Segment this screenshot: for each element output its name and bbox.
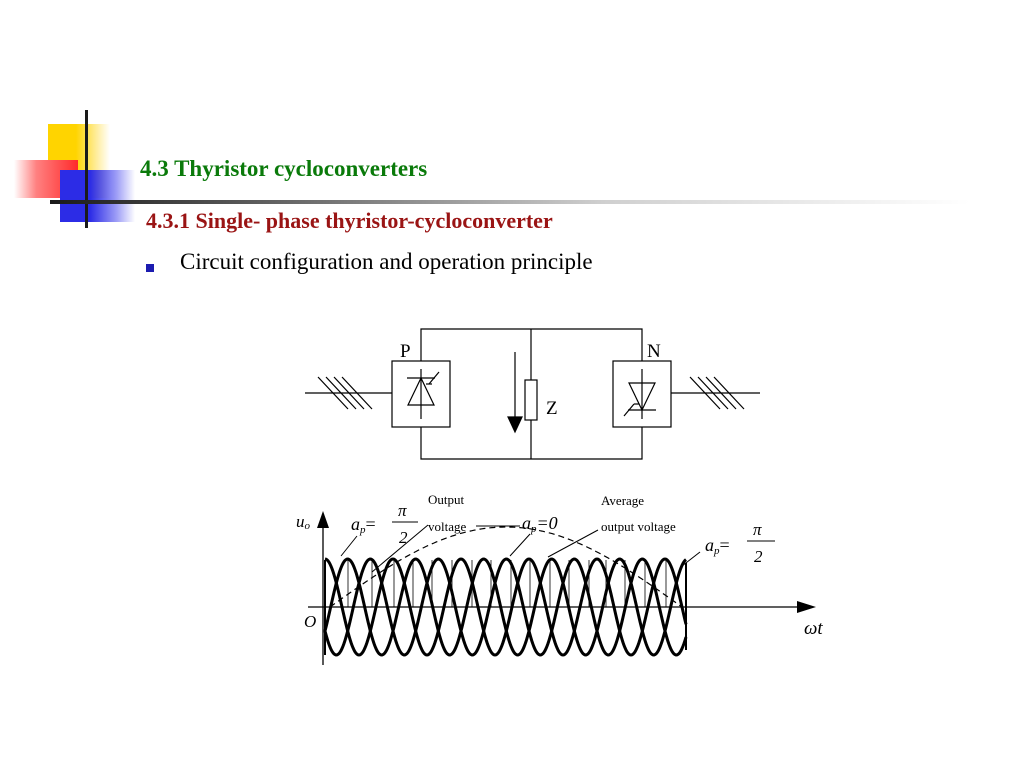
label-n: N [647, 341, 661, 362]
supply-wave-1 [324, 557, 688, 657]
svg-text:π: π [753, 520, 762, 539]
title-underline [50, 200, 970, 204]
supply-wave-2 [323, 557, 687, 657]
leader-alpha-left [340, 535, 358, 557]
leader-output-voltage [371, 524, 429, 573]
three-phase-hatch-left [317, 376, 373, 410]
leader-alpha-right [681, 551, 701, 567]
commutation-lines [347, 560, 667, 607]
output-voltage-label-2: voltage [428, 519, 466, 534]
svg-text:ap=0: ap=0 [522, 513, 558, 535]
section-heading: 4.3.1 Single- phase thyristor-cycloconve… [146, 208, 553, 233]
output-voltage-label-1: Output [428, 492, 465, 507]
average-output-voltage-curve [329, 526, 683, 608]
svg-text:2: 2 [399, 528, 408, 547]
label-p: P [400, 341, 411, 362]
svg-text:2: 2 [754, 547, 763, 566]
bullet-marker [146, 264, 154, 272]
leader-average-voltage [547, 529, 599, 558]
waveform-diagram [308, 511, 816, 665]
load-z-resistor [524, 379, 538, 421]
converter-n-box [612, 360, 672, 428]
alpha-pi-over-2-right: ap= π 2 [705, 520, 775, 566]
bullet-text: Circuit configuration and operation prin… [180, 249, 593, 274]
supply-voltage-waves [323, 557, 688, 657]
origin-label: O [304, 612, 316, 631]
three-phase-hatch-right [689, 376, 745, 410]
x-axis-arrow [797, 601, 816, 613]
voltage-arrow-head [507, 416, 523, 434]
alpha-pi-over-2-left: ap= π 2 [351, 501, 418, 547]
thyristor-n-icon [623, 369, 656, 419]
x-axis-label: ωt [804, 618, 823, 639]
leader-alpha-zero [509, 533, 531, 557]
supply-wave-3 [323, 557, 688, 657]
decor-vertical-line [85, 110, 88, 228]
thyristor-p-icon [407, 369, 440, 419]
svg-text:π: π [398, 501, 407, 520]
svg-text:ap=: ap= [705, 535, 730, 557]
svg-text:ap=: ap= [351, 514, 376, 536]
y-axis-arrow [317, 511, 329, 528]
label-z: Z [546, 398, 558, 419]
average-voltage-label-2: output voltage [601, 519, 676, 534]
decor-blue-square [60, 170, 135, 222]
slide-title: 4.3 Thyristor cycloconverters [140, 156, 428, 181]
average-voltage-label-1: Average [601, 493, 644, 508]
alpha-zero-label: ap=0 [522, 513, 558, 535]
circuit-diagram [305, 328, 760, 460]
y-axis-label: uo [296, 512, 311, 532]
